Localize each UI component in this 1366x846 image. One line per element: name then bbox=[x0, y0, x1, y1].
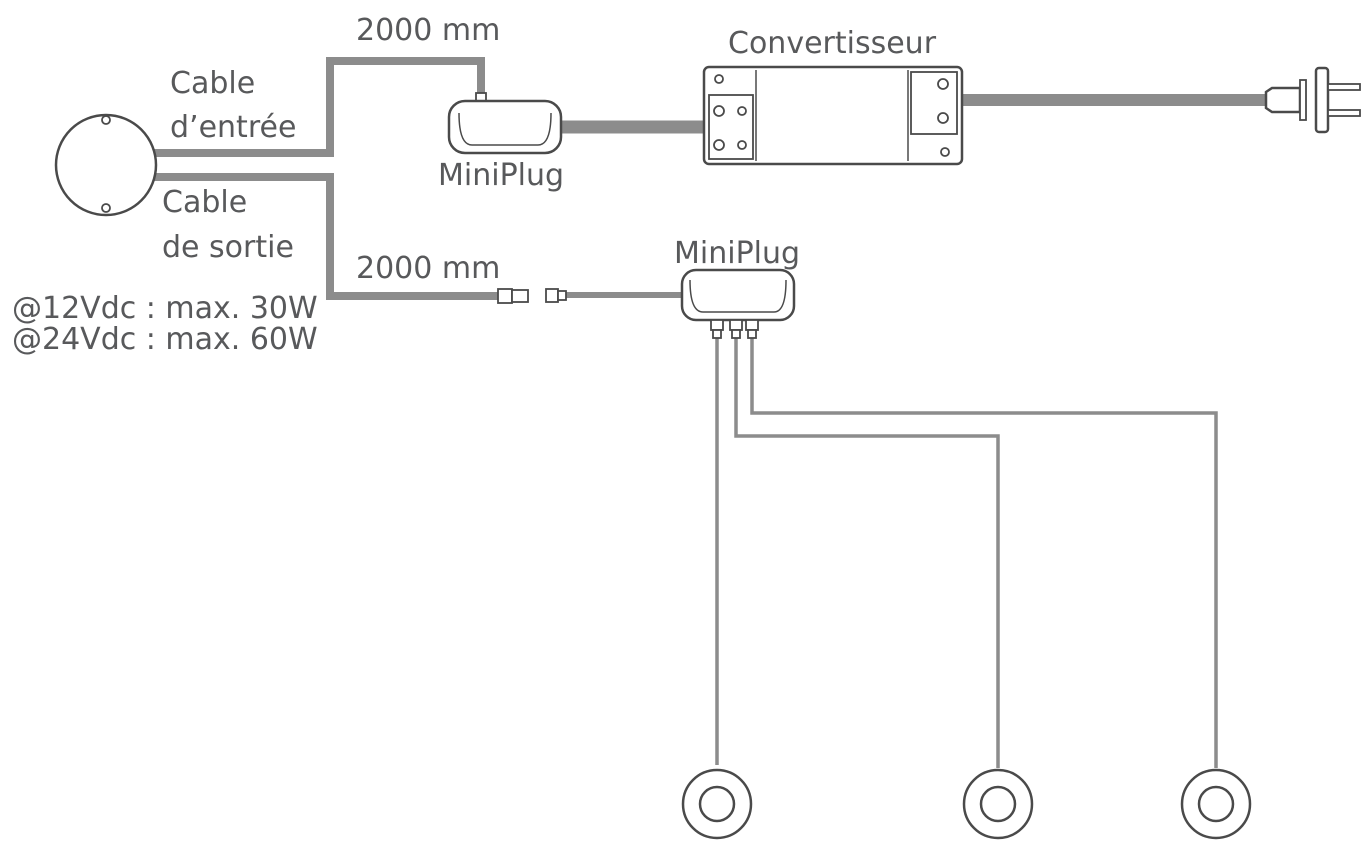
converter bbox=[702, 65, 964, 166]
miniplug-bottom bbox=[680, 268, 796, 339]
output-cable bbox=[152, 173, 500, 300]
spotlight-3 bbox=[1180, 768, 1252, 840]
screw-icon bbox=[713, 139, 725, 151]
junction-box bbox=[54, 113, 158, 217]
spotlight-2 bbox=[962, 768, 1034, 840]
wire-spot-3 bbox=[750, 338, 1218, 768]
input-cable bbox=[152, 57, 485, 157]
screw-icon bbox=[937, 78, 949, 90]
input-cable-label-1: Cable bbox=[170, 66, 255, 101]
length-label-bottom: 2000 mm bbox=[356, 251, 500, 286]
screw-icon bbox=[937, 112, 949, 124]
screw-top bbox=[101, 115, 111, 125]
miniplug-top bbox=[447, 92, 563, 155]
cable-connector bbox=[497, 288, 567, 304]
miniplug-bottom-label: MiniPlug bbox=[674, 236, 800, 271]
wire-spot-2 bbox=[734, 338, 1000, 768]
rating-24v: @24Vdc : max. 60W bbox=[12, 322, 318, 357]
screw-icon bbox=[713, 105, 725, 117]
output-cable-label-1: Cable bbox=[162, 185, 247, 220]
length-label-top: 2000 mm bbox=[356, 13, 500, 48]
spotlight-1 bbox=[681, 768, 753, 840]
input-cable-label-2: d’entrée bbox=[170, 110, 296, 145]
cables bbox=[152, 57, 1268, 300]
miniplug-top-label: MiniPlug bbox=[438, 158, 564, 193]
screw-bottom bbox=[101, 203, 111, 213]
converter-label: Convertisseur bbox=[728, 26, 937, 61]
rating-12v: @12Vdc : max. 30W bbox=[12, 291, 318, 326]
mains-plug-icon bbox=[1264, 66, 1361, 134]
output-cable-label-2: de sortie bbox=[162, 230, 294, 265]
spotlight-wires bbox=[715, 338, 1218, 768]
